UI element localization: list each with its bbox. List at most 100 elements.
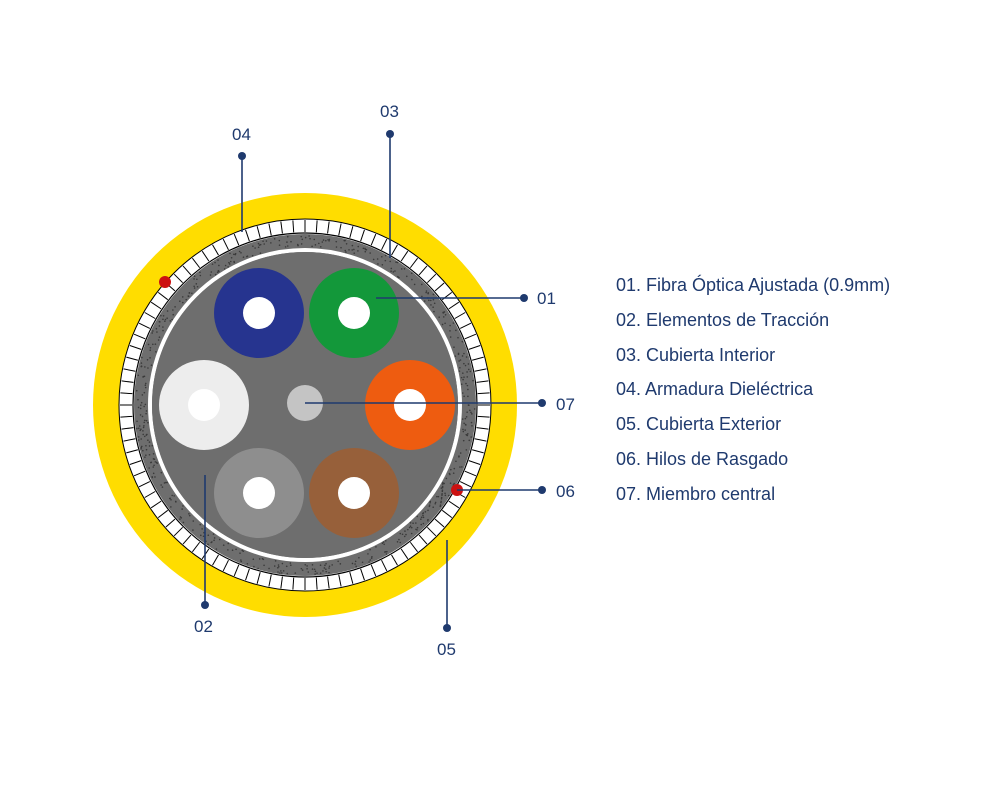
stipple-dot [143,391,146,394]
stipple-dot [434,502,437,505]
stipple-dot [143,425,145,427]
stipple-dot [311,568,314,570]
stipple-dot [458,370,461,372]
callout-05: 05 [437,640,456,659]
armor-tick [315,220,318,233]
stipple-dot [314,244,317,246]
stipple-dot [319,564,322,567]
stipple-dot [461,392,464,394]
stipple-dot [229,260,232,263]
stipple-dot [471,425,473,427]
stipple-dot [428,299,430,302]
armor-tick [280,221,283,234]
stipple-dot [377,263,379,265]
armor-tick [182,265,192,276]
armor-hatch [118,218,492,592]
stipple-dot [398,538,400,541]
stipple-dot [371,555,373,558]
stipple-dot [258,244,261,246]
armor-tick [245,229,250,242]
stipple-dot [300,567,303,570]
stipple-dot [152,453,155,455]
armor-tick [173,526,184,537]
stipple-dot [444,494,447,497]
stipple-dot [214,261,216,264]
stipple-dot [440,498,443,500]
stipple-dot [462,439,465,442]
stipple-dot [357,250,359,252]
stipple-dot [313,238,316,241]
fiber-orange [365,360,455,450]
stipple-dot [155,461,158,464]
stipple-dot [276,566,279,569]
stipple-dot [193,278,195,280]
callout-04: 04 [232,125,251,144]
stipple-dot [145,410,148,412]
stipple-dot [162,314,165,317]
stipple-dot [355,565,357,568]
stipple-dot [144,384,147,387]
stipple-dot [301,238,304,241]
armor-tick [391,554,398,566]
stipple-dot [282,570,285,572]
stipple-dot [304,236,307,239]
stipple-dot [416,529,418,531]
stipple-dot [434,501,437,504]
stipple-dot [201,528,203,530]
armor-tick [133,470,146,477]
armor-tick [370,233,377,246]
stipple-dot [461,355,464,357]
stipple-dot [142,375,145,378]
armor-tick [468,460,481,465]
stipple-dot [207,534,210,536]
stipple-dot [166,317,168,319]
stipple-dot [467,404,470,406]
stipple-dot [179,300,181,303]
armor-tick [474,438,487,442]
stipple-dot [381,542,384,545]
stipple-dot [439,504,442,506]
stipple-dot [137,398,139,401]
armor-tick [418,534,428,545]
stipple-dot [278,239,281,242]
stipple-dot [140,448,142,450]
stipple-dot [136,427,138,430]
stipple-dot [137,427,140,430]
stipple-dot [169,320,172,322]
stipple-dot [145,454,147,456]
stipple-dot [370,557,373,559]
stipple-dot [162,318,164,321]
armor-tick [448,301,460,310]
stipple-dot [353,248,355,251]
stipple-dot [473,408,476,410]
callout-06: 06 [556,482,575,501]
stipple-dot [425,290,428,292]
stipple-dot [143,419,146,422]
stipple-dot [180,517,183,519]
armor-tick [327,221,330,234]
stipple-dot [458,455,460,457]
stipple-dot [464,364,467,367]
armor-tick [173,273,184,284]
stipple-dot [467,395,469,398]
stipple-dot [384,259,387,262]
callout-07: 07 [556,395,575,414]
stipple-dot [150,364,153,367]
stipple-dot [306,567,308,570]
stipple-dot [465,356,468,358]
stipple-dot [465,449,468,451]
stipple-dot [187,295,190,297]
stipple-dot [412,522,414,525]
stipple-dot [429,500,432,503]
stipple-dot [463,362,465,365]
armor-tick [409,257,419,269]
stipple-dot [199,271,201,274]
armor-tick [121,427,134,430]
stipple-dot [364,250,367,253]
stipple-dot [452,472,455,474]
dot-05 [443,624,451,632]
stipple-dot [240,559,242,561]
stipple-dot [364,248,367,251]
stipple-dot [367,553,369,555]
stipple-dot [401,533,404,536]
